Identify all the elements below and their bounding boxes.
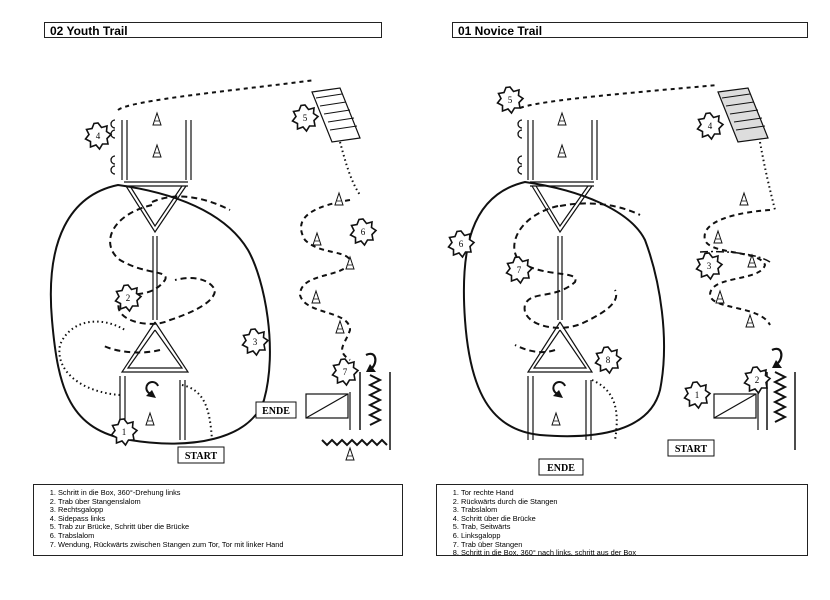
left-marker-4: 4 [84, 122, 112, 150]
svg-text:6: 6 [459, 239, 464, 249]
svg-text:3: 3 [253, 337, 258, 347]
right-step: Rückwärts durch die Stangen [461, 497, 801, 507]
svg-text:4: 4 [96, 131, 101, 141]
right-step: Linksgalopp [461, 531, 801, 541]
right-marker-8: 8 [594, 346, 622, 374]
left-marker-3: 3 [241, 328, 269, 356]
right-bridge [717, 87, 769, 143]
left-step: Schritt in die Box, 360°-Drehung links [58, 488, 396, 498]
right-marker-5: 5 [496, 86, 524, 114]
right-marker-6: 6 [447, 230, 475, 258]
svg-text:2: 2 [755, 375, 760, 385]
svg-text:7: 7 [343, 367, 348, 377]
right-gate [713, 392, 759, 430]
right-marker-1: 1 [683, 381, 711, 409]
left-pole-triangles [119, 120, 192, 440]
right-legend: Tor rechte Hand Rückwärts durch die Stan… [436, 484, 808, 558]
left-marker-2: 2 [114, 284, 142, 312]
right-step: Schritt über die Brücke [461, 514, 801, 524]
svg-text:1: 1 [122, 427, 127, 437]
right-canter-path [462, 180, 665, 438]
left-start-label: START [185, 451, 218, 462]
left-gate [305, 392, 351, 430]
right-step: Trab über Stangen [461, 540, 801, 550]
left-step: Trabslalom [58, 531, 396, 541]
right-step: Trab, Seitwärts [461, 523, 801, 532]
svg-text:1: 1 [695, 390, 700, 400]
left-marker-1: 1 [110, 418, 138, 446]
left-marker-6: 6 [349, 218, 377, 246]
right-ende-label: ENDE [547, 463, 575, 474]
svg-text:8: 8 [606, 355, 611, 365]
left-bridge [311, 87, 361, 143]
right-marker-2: 2 [743, 366, 771, 394]
left-step: Trab zur Brücke, Schritt über die Brücke [58, 523, 396, 532]
right-pole-triangles [526, 120, 598, 440]
right-course: ENDE START 1 2 3 4 5 6 7 8 [447, 84, 796, 476]
right-ende-box: ENDE [538, 458, 584, 476]
right-marker-4: 4 [696, 112, 724, 140]
left-step: Sidepass links [58, 514, 396, 524]
svg-text:7: 7 [517, 265, 522, 275]
right-step: Tor rechte Hand [461, 488, 801, 498]
right-marker-7: 7 [505, 256, 533, 284]
left-course: START ENDE 1 2 3 4 5 6 7 [49, 79, 391, 464]
right-marker-3: 3 [695, 252, 723, 280]
right-course-title: 01 Novice Trail [452, 22, 808, 38]
right-slalom-path [703, 209, 771, 326]
left-marker-7: 7 [331, 358, 359, 386]
right-step: Schritt in die Box, 360° nach links, sch… [461, 549, 801, 558]
left-ende-box: ENDE [255, 401, 297, 419]
left-course-title: 02 Youth Trail [44, 22, 382, 38]
left-trot-slalom-path [298, 199, 352, 361]
left-start-box: START [177, 446, 225, 464]
left-step: Trab über Stangenslalom [58, 497, 396, 507]
left-marker-5: 5 [291, 104, 319, 132]
left-step: Wendung, Rückwärts zwischen Stangen zum … [58, 540, 396, 550]
right-start-box: START [667, 439, 715, 457]
svg-text:4: 4 [708, 121, 713, 131]
left-step: Rechtsgalopp [58, 506, 396, 515]
svg-text:5: 5 [508, 95, 513, 105]
left-legend: Schritt in die Box, 360°-Drehung links T… [33, 484, 403, 556]
right-step: Trabslalom [461, 506, 801, 515]
left-route-to-bridge [117, 79, 316, 111]
svg-text:2: 2 [126, 293, 131, 303]
left-ende-label: ENDE [262, 406, 290, 417]
svg-text:5: 5 [303, 113, 308, 123]
svg-text:6: 6 [361, 227, 366, 237]
left-canter-path [49, 183, 271, 445]
svg-text:3: 3 [707, 261, 712, 271]
right-start-label: START [675, 444, 708, 455]
